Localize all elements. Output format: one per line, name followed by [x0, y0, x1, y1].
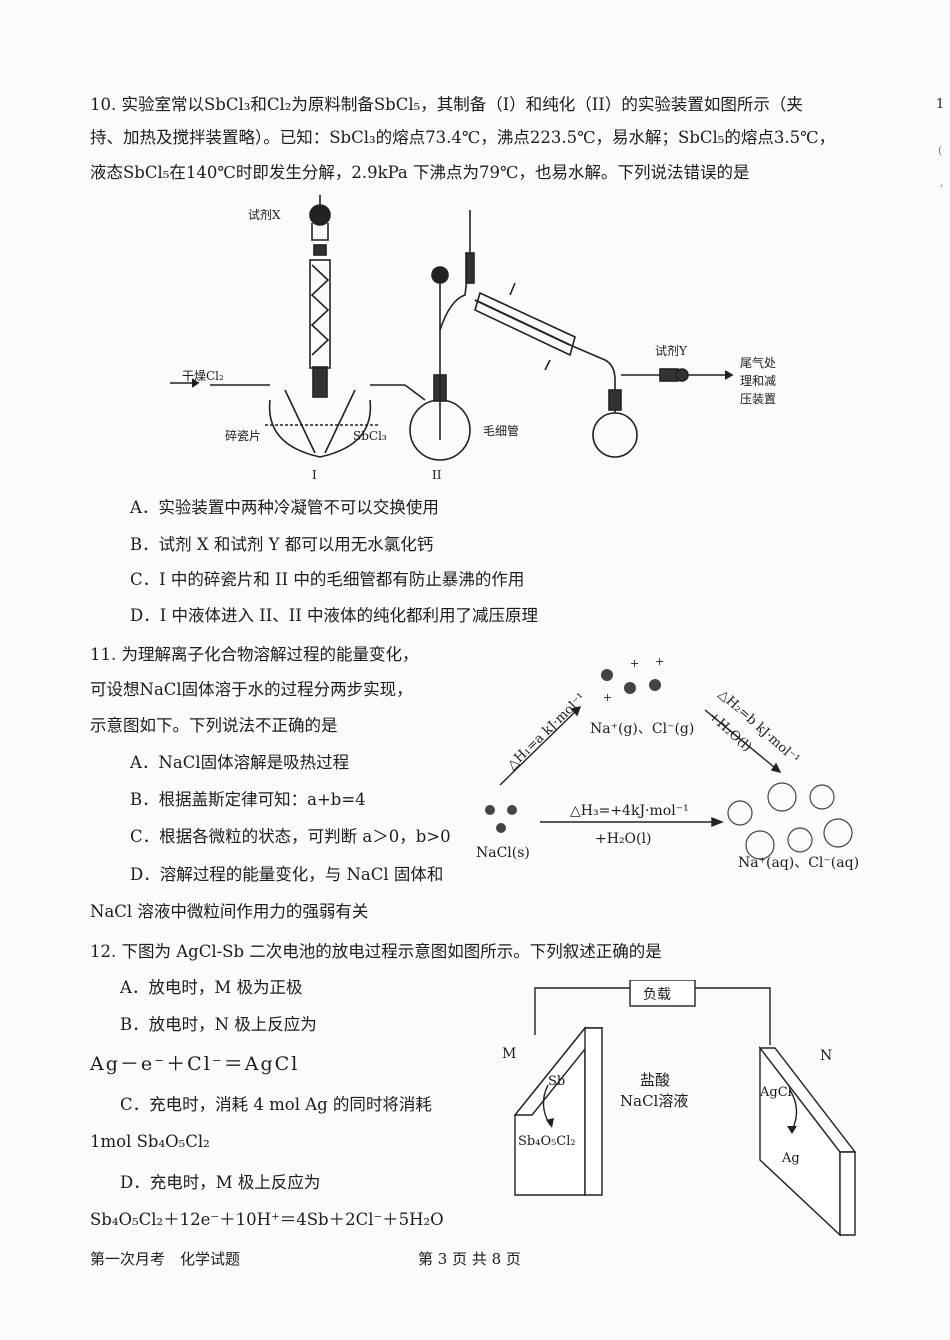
q11-option-d-continuation: NaCl 溶液中微粒间作用力的强弱有关	[90, 902, 369, 921]
margin-mark: ,	[940, 176, 944, 189]
footer-page-number: 第 3 页 共 8 页	[418, 1250, 521, 1268]
load-label: 负载	[643, 987, 671, 1003]
q10-option-c: C．I 中的碎瓷片和 II 中的毛细管都有防止暴沸的作用	[130, 570, 525, 589]
q12-option-c-continuation: 1mol Sb₄O₅Cl₂	[90, 1132, 210, 1151]
q11-energy-diagram: +++ △H₁=a kJ·mol⁻¹ △H₂=b kJ·mol⁻¹ +H₂O(l…	[476, 655, 859, 871]
dh3-label: △H₃=+4kJ·mol⁻¹	[570, 803, 689, 819]
q11-stem-line-3: 示意图如下。下列说法不正确的是	[90, 716, 338, 735]
ag-label: Ag	[781, 1151, 800, 1166]
three-neck-flask	[268, 399, 372, 458]
q10-stem-line-1: 10. 实验室常以SbCl₃和Cl₂为原料制备SbCl₅，其制备（I）和纯化（I…	[90, 95, 803, 114]
tail-gas-label: 理和减	[740, 374, 776, 388]
q12-option-a: A．放电时，M 极为正极	[120, 978, 303, 997]
q10-stem-line-3: 液态SbCl₅在140℃时即发生分解，2.9kPa 下沸点为79℃，也易水解。下…	[90, 163, 750, 182]
reagent-x-label: 试剂X	[248, 207, 281, 222]
margin-mark: (	[938, 144, 943, 157]
q10-option-a: A．实验装置中两种冷凝管不可以交换使用	[130, 498, 439, 517]
q12-option-b-equation: Ag－e⁻＋Cl⁻＝AgCl	[90, 1053, 300, 1075]
svg-text:+: +	[603, 691, 612, 704]
q12-option-b: B．放电时，N 极上反应为	[120, 1015, 317, 1034]
broken-porcelain-label: 碎瓷片	[225, 428, 261, 443]
q11-stem-line-1: 11. 为理解离子化合物溶解过程的能量变化，	[90, 645, 419, 664]
q10-apparatus-figure: 试剂X 干燥Cl₂ 碎瓷片 SbCl₃ 毛细管 试剂Y 尾气处 理和减 压装置 …	[170, 195, 776, 482]
margin-mark: 1	[936, 97, 945, 112]
capillary-label: 毛细管	[483, 423, 519, 438]
q10-stem-line-2: 持、加热及搅拌装置略）。已知：SbCl₃的熔点73.4℃，沸点223.5℃，易水…	[90, 128, 836, 147]
apparatus-label-2: II	[432, 468, 442, 482]
electrolyte-label-1: 盐酸	[640, 1071, 670, 1089]
q11-stem-line-2: 可设想NaCl固体溶于水的过程分两步实现，	[90, 680, 413, 699]
gas-ions-label: Na⁺(g)、Cl⁻(g)	[590, 721, 694, 737]
agcl-label: AgCl	[759, 1085, 792, 1100]
electrode-n-label: N	[820, 1048, 832, 1064]
tail-gas-label: 尾气处	[740, 355, 776, 370]
q12-option-d: D．充电时，M 极上反应为	[120, 1173, 321, 1192]
svg-text:+: +	[630, 657, 639, 670]
sb-label: Sb	[548, 1074, 565, 1089]
electrode-m-label: M	[502, 1046, 516, 1062]
apparatus-label-1: I	[312, 468, 317, 482]
q10-option-d: D．I 中液体进入 II、II 中液体的纯化都利用了减压原理	[130, 606, 539, 625]
q11-option-c: C．根据各微粒的状态，可判断 a＞0，b>0	[130, 827, 451, 846]
q10-option-b: B．试剂 X 和试剂 Y 都可以用无水氯化钙	[130, 535, 434, 554]
dh3-water-label: +H₂O(l)	[595, 831, 651, 847]
q11-option-a: A．NaCl固体溶解是吸热过程	[130, 753, 350, 772]
tail-gas-label: 压装置	[740, 392, 776, 406]
q12-option-c: C．充电时，消耗 4 mol Ag 的同时将消耗	[120, 1095, 432, 1114]
q12-stem: 12. 下图为 AgCl-Sb 二次电池的放电过程示意图如图所示。下列叙述正确的…	[90, 942, 662, 961]
q11-option-b: B．根据盖斯定律可知：a+b=4	[130, 790, 366, 809]
electrolyte-label-2: NaCl溶液	[620, 1092, 688, 1110]
sb4o5cl2-label: Sb₄O₅Cl₂	[518, 1134, 576, 1149]
svg-text:+: +	[655, 655, 664, 668]
footer-exam-name: 第一次月考 化学试题	[90, 1250, 241, 1268]
reagent-y-label: 试剂Y	[655, 343, 688, 358]
sbcl3-label: SbCl₃	[353, 429, 387, 443]
q11-option-d: D．溶解过程的能量变化，与 NaCl 固体和	[130, 865, 444, 884]
solid-nacl-label: NaCl(s)	[476, 845, 530, 861]
dh1-label: △H₁=a kJ·mol⁻¹	[504, 691, 588, 773]
q12-battery-figure: 负载 M N Sb Sb₄O₅Cl₂ 盐酸 NaCl溶液 AgCl Ag	[502, 980, 857, 1237]
aq-ions-label: Na⁺(aq)、Cl⁻(aq)	[738, 855, 859, 871]
dry-cl2-label: 干燥Cl₂	[182, 369, 224, 383]
q12-option-d-equation: Sb₄O₅Cl₂＋12e⁻＋10H⁺＝4Sb＋2Cl⁻＋5H₂O	[90, 1210, 444, 1229]
